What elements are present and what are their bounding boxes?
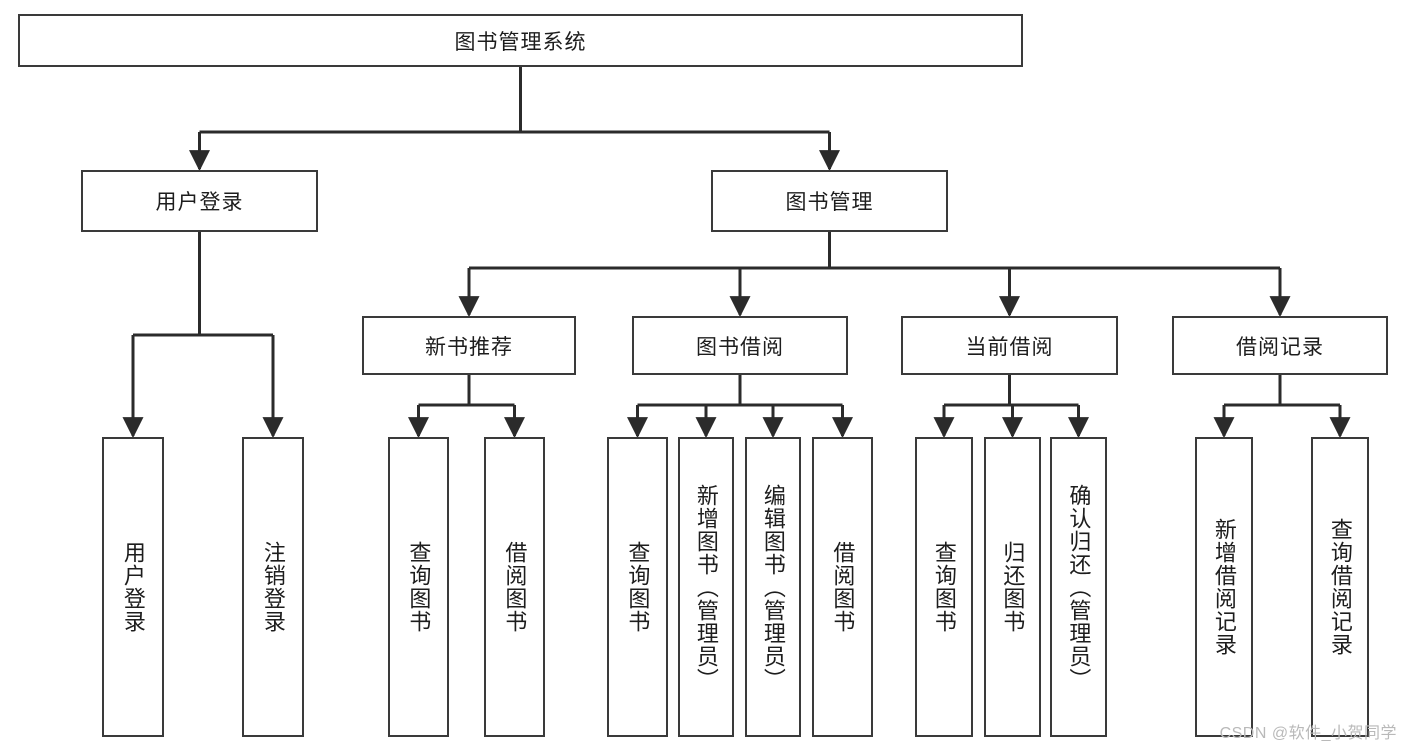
node-l_bor3[interactable]: 编辑图书（管理员） [745, 437, 801, 737]
node-label: 用户登录 [120, 541, 146, 633]
node-l_new2[interactable]: 借阅图书 [484, 437, 545, 737]
node-l_cur2[interactable]: 归还图书 [984, 437, 1041, 737]
node-l_bor1[interactable]: 查询图书 [607, 437, 668, 737]
node-label: 查询图书 [931, 541, 957, 633]
watermark: CSDN @软件_小贺同学 [1219, 725, 1397, 742]
node-root[interactable]: 图书管理系统 [18, 14, 1023, 67]
node-label: 借阅图书 [830, 541, 856, 633]
node-label: 图书管理系统 [454, 30, 587, 54]
node-l_cur3[interactable]: 确认归还（管理员） [1050, 437, 1107, 737]
node-label: 编辑图书（管理员） [760, 483, 786, 691]
node-label: 图书管理 [785, 191, 874, 214]
node-label: 借阅记录 [1236, 335, 1324, 359]
node-n_borrow[interactable]: 图书借阅 [632, 316, 848, 375]
node-label: 借阅图书 [502, 541, 528, 633]
node-n_newbook[interactable]: 新书推荐 [362, 316, 576, 375]
node-l_bor4[interactable]: 借阅图书 [812, 437, 873, 737]
node-l_login1[interactable]: 用户登录 [102, 437, 164, 737]
node-label: 用户登录 [155, 191, 244, 214]
node-n_bookmgr[interactable]: 图书管理 [711, 170, 948, 232]
node-label: 查询图书 [625, 541, 651, 633]
node-label: 新书推荐 [425, 335, 513, 359]
node-label: 新增借阅记录 [1211, 518, 1237, 656]
node-l_rec2[interactable]: 查询借阅记录 [1311, 437, 1369, 737]
node-n_login[interactable]: 用户登录 [81, 170, 318, 232]
node-l_cur1[interactable]: 查询图书 [915, 437, 973, 737]
node-label: 注销登录 [260, 541, 286, 633]
node-l_rec1[interactable]: 新增借阅记录 [1195, 437, 1253, 737]
node-l_bor2[interactable]: 新增图书（管理员） [678, 437, 734, 737]
node-l_new1[interactable]: 查询图书 [388, 437, 449, 737]
node-label: 图书借阅 [696, 335, 784, 359]
node-label: 查询图书 [406, 541, 432, 633]
node-label: 当前借阅 [965, 335, 1054, 359]
node-label: 新增图书（管理员） [693, 483, 719, 691]
node-n_record[interactable]: 借阅记录 [1172, 316, 1388, 375]
node-label: 查询借阅记录 [1327, 518, 1353, 656]
node-label: 确认归还（管理员） [1066, 483, 1092, 691]
node-label: 归还图书 [1000, 541, 1026, 633]
node-l_login2[interactable]: 注销登录 [242, 437, 304, 737]
node-n_current[interactable]: 当前借阅 [901, 316, 1118, 375]
